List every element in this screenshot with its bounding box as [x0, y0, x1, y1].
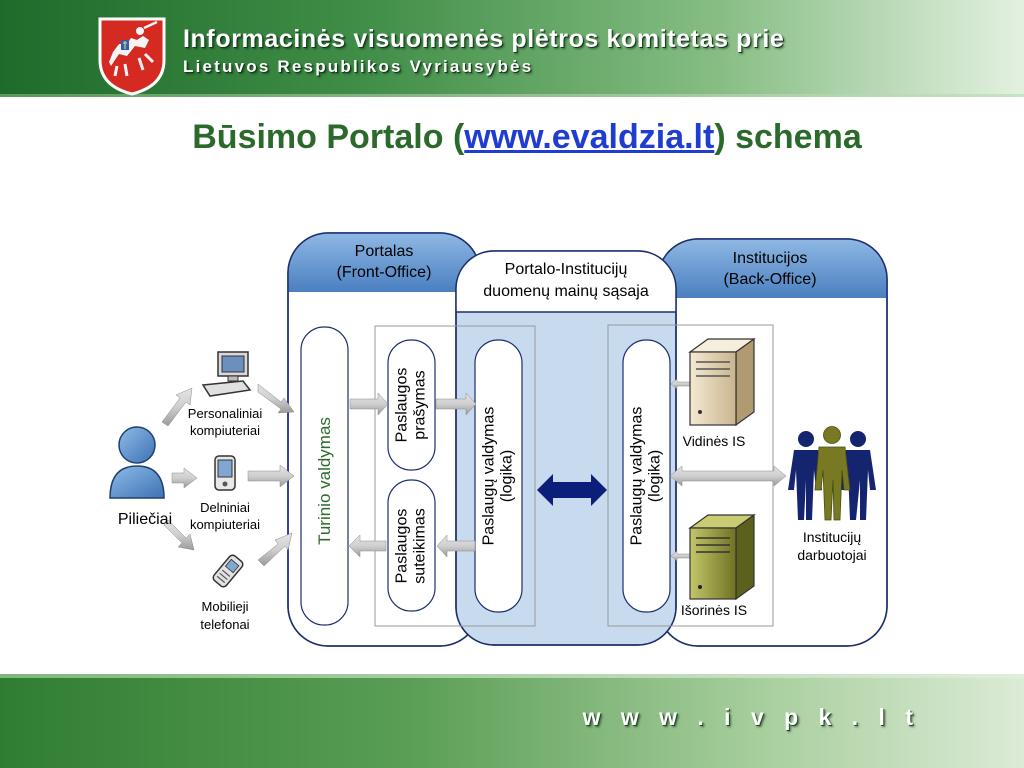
- citizen-person-icon: [109, 426, 165, 499]
- page-title-prefix: Būsimo Portalo (: [192, 118, 465, 156]
- device-to-portal-arrows: [247, 383, 295, 567]
- service-logic-right-label: Paslaugų valdymas (logika): [628, 406, 664, 546]
- page-title: Būsimo Portalo (www.evaldzia.lt) schema: [0, 118, 1024, 157]
- content-management-label: Turinio valdymas: [315, 417, 335, 545]
- citizens-label: Piliečiai: [117, 511, 173, 528]
- header-organization-line-1: Informacinės visuomenės plėtros komiteta…: [183, 25, 785, 53]
- footer-band: [0, 674, 1024, 768]
- service-request-pill: [387, 339, 436, 471]
- portal-internal-arrows: [348, 392, 477, 558]
- title-link[interactable]: www.evaldzia.lt: [464, 118, 715, 156]
- institution-employees-label: Institucijų darbuotojai: [797, 529, 867, 563]
- institution-connection-arrows: [669, 378, 787, 562]
- content-management-pill: [300, 326, 349, 626]
- page-title-suffix: ) schema: [714, 118, 862, 156]
- mobile-phones-label: Mobilieji telefonai: [200, 599, 250, 632]
- external-is-server-icon: [688, 513, 756, 601]
- portal-front-office-title: Portalas (Front-Office): [336, 243, 432, 281]
- service-request-label: Paslaugos prašymas: [393, 367, 429, 443]
- personal-computer-icon: [201, 351, 252, 397]
- institution-employees-icon: [788, 426, 876, 521]
- service-logic-left-label: Paslaugų valdymas (logika): [480, 406, 516, 546]
- external-is-label: Išorinės IS: [680, 602, 748, 618]
- portal-services-frame: [374, 325, 536, 627]
- handheld-computers-label: Delniniai kompiuteriai: [189, 500, 261, 532]
- personal-computers-label: Personaliniai kompiuteriai: [187, 406, 263, 438]
- mobile-phone-icon: [212, 554, 244, 588]
- service-delivery-label: Paslaugos suteikimas: [393, 508, 429, 584]
- internal-is-server-icon: [688, 337, 756, 427]
- internal-is-label: Vidinės IS: [682, 433, 746, 449]
- header-band: [0, 0, 1024, 97]
- service-logic-left-pill: [474, 339, 523, 613]
- footer-website-link[interactable]: w w w . i v p k . l t: [582, 704, 920, 730]
- service-delivery-pill: [387, 479, 436, 612]
- data-exchange-double-arrow: [537, 474, 607, 506]
- citizen-to-device-arrows: [161, 387, 198, 551]
- header-organization-line-2: Lietuvos Respublikos Vyriausybės: [183, 57, 534, 76]
- institutions-back-office-title: Institucijos (Back-Office): [723, 250, 817, 288]
- handheld-pda-icon: [214, 455, 236, 491]
- lithuania-coat-of-arms-icon: [98, 17, 166, 96]
- data-exchange-interface-title: Portalo-Institucijų duomenų mainų sąsaja: [483, 261, 649, 300]
